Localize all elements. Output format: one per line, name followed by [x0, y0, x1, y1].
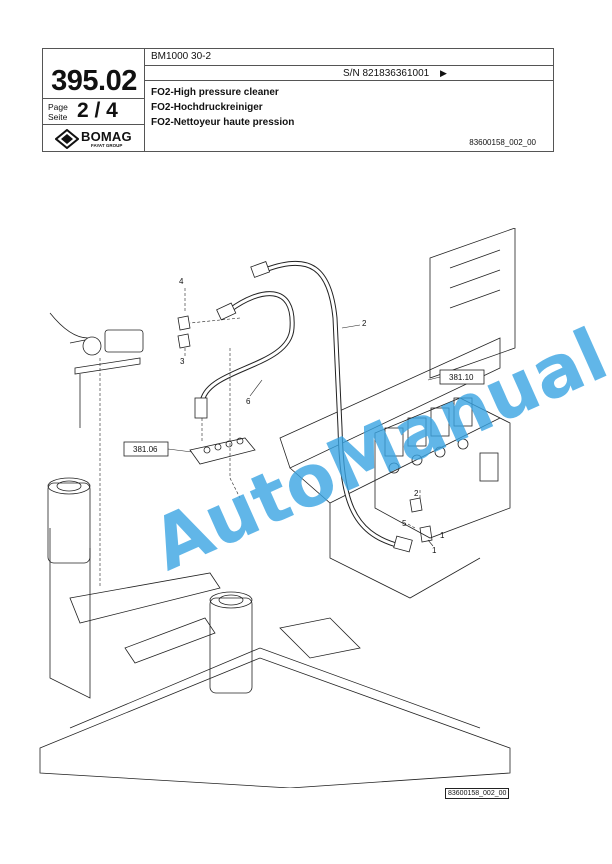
valve-block — [374, 397, 511, 539]
engine-housing — [429, 228, 516, 379]
title-french: FO2-Nettoyeur haute pression — [151, 117, 295, 128]
fitting — [177, 315, 191, 331]
serial-number: S/N 821836361001 ▶ — [343, 68, 447, 79]
page-number: 2 / 4 — [77, 99, 118, 122]
cylinder-center — [209, 597, 253, 694]
logo-word: BOMAG — [81, 129, 132, 144]
frame-base — [39, 657, 511, 788]
ref-box-381-06: 381.06 — [123, 441, 193, 457]
header-divider — [144, 49, 145, 152]
frame-rail — [279, 337, 501, 469]
distributor-bar — [189, 437, 256, 465]
ref-box-label: 381.10 — [449, 373, 474, 382]
header-divider — [144, 65, 554, 66]
logo-subtitle: FAYAT GROUP — [91, 143, 123, 148]
header-divider — [43, 98, 144, 99]
figure-code: 83600158_002_00 — [445, 788, 510, 799]
callout-4: 4 — [179, 277, 184, 286]
hose-6 — [199, 291, 295, 406]
bomag-diamond-icon — [55, 129, 79, 149]
page-label-de: Seite — [48, 111, 68, 122]
header-block: 395.02 Page Seite 2 / 4 BM1000 30-2 S/N … — [42, 48, 554, 152]
exploded-view-drawing: 4 3 2 6 2 5 1 1 381.10 381.06 — [39, 228, 516, 788]
ref-box-label: 381.06 — [133, 445, 158, 454]
angled-plate — [69, 572, 221, 624]
pump-assembly — [49, 312, 144, 428]
machine-model: BM1000 30-2 — [151, 51, 212, 62]
bomag-logo: BOMAG FAYAT GROUP — [55, 127, 135, 151]
serial-text: S/N 821836361001 — [343, 68, 430, 79]
title-english: FO2-High pressure cleaner — [151, 87, 279, 98]
document-number: 395.02 — [51, 65, 137, 97]
callout-5: 5 — [402, 519, 407, 528]
page-label-en: Page — [48, 102, 68, 112]
frame-inner — [69, 647, 481, 729]
frame-side-panel — [49, 528, 91, 699]
callout-2: 2 — [362, 319, 367, 328]
title-german: FO2-Hochdruckreiniger — [151, 102, 263, 113]
callout-1: 1 — [432, 546, 437, 555]
ref-box-381-10: 381.10 — [427, 369, 485, 385]
reference-code: 83600158_002_00 — [469, 138, 536, 147]
serial-arrow-icon: ▶ — [439, 68, 447, 78]
header-divider — [43, 124, 144, 125]
cylinder-left — [47, 482, 91, 564]
callout-1: 1 — [440, 531, 445, 540]
header-divider — [144, 80, 554, 81]
callout-6: 6 — [246, 397, 251, 406]
page-label: Page Seite — [48, 102, 68, 122]
callout-2: 2 — [414, 489, 419, 498]
callout-3: 3 — [180, 357, 185, 366]
